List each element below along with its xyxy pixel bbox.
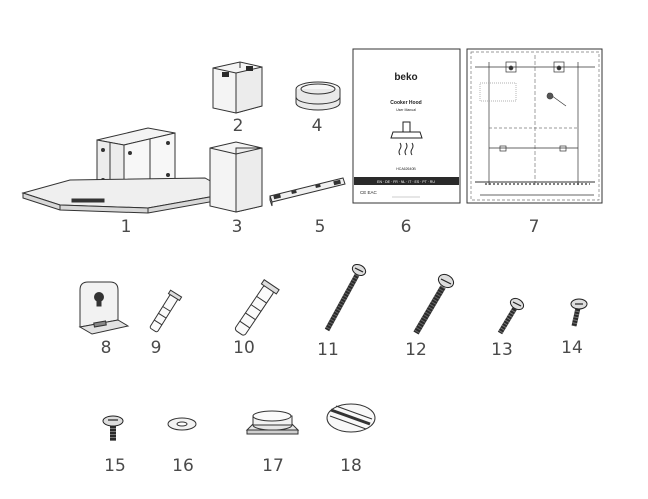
part-7-template-drawing <box>466 48 603 204</box>
part-13-medium-screw-drawing <box>497 297 525 335</box>
part-11-label: 11 <box>317 340 339 360</box>
part-17-label: 17 <box>262 456 284 476</box>
part-18-valve-drawing <box>326 403 376 433</box>
part-4-label: 4 <box>312 116 323 136</box>
part-13-label: 13 <box>491 340 513 360</box>
manual-title: Cooker Hood <box>390 100 421 106</box>
part-16-washer-drawing <box>167 417 197 431</box>
part-5-label: 5 <box>315 217 326 237</box>
part-7-label: 7 <box>529 217 540 237</box>
part-10-label: 10 <box>233 338 255 358</box>
part-12-label: 12 <box>405 340 427 360</box>
manual-languages: EN · DE · FR · NL · IT · ES · PT · RU <box>377 180 435 184</box>
part-15-label: 15 <box>104 456 126 476</box>
manual-model: HCA62640B <box>396 167 416 171</box>
manual-brand: beko <box>394 72 417 83</box>
part-1-label: 1 <box>121 217 132 237</box>
part-3-lower-chimney-drawing <box>209 141 263 213</box>
part-1-hood-drawing <box>21 127 234 214</box>
part-14-short-screw-drawing <box>570 298 588 327</box>
hood-icon <box>390 121 423 156</box>
part-6-label: 6 <box>401 217 412 237</box>
part-16-label: 16 <box>172 456 194 476</box>
part-11-long-screw-drawing <box>324 263 367 332</box>
part-10-large-plug-drawing <box>234 279 280 336</box>
part-18-label: 18 <box>340 456 362 476</box>
part-9-label: 9 <box>151 338 162 358</box>
part-9-small-plug-drawing <box>149 289 183 333</box>
part-8-label: 8 <box>101 338 112 358</box>
part-6-user-manual: beko Cooker Hood User Manual HCA62640B E… <box>352 48 461 204</box>
part-3-label: 3 <box>232 217 243 237</box>
part-5-bracket-drawing <box>269 177 346 207</box>
part-4-flange-drawing <box>295 81 341 111</box>
manual-subtitle: User Manual <box>396 108 416 112</box>
manual-ce-mark: CE EAC <box>360 190 378 195</box>
part-15-flange-screw-drawing <box>102 415 124 441</box>
part-17-adapter-drawing <box>245 410 300 435</box>
part-14-label: 14 <box>561 338 583 358</box>
part-12-long-screw-drawing <box>413 273 455 335</box>
part-2-upper-chimney-drawing <box>212 61 263 114</box>
part-2-label: 2 <box>233 116 244 136</box>
part-8-hanging-bracket-drawing <box>78 281 130 335</box>
